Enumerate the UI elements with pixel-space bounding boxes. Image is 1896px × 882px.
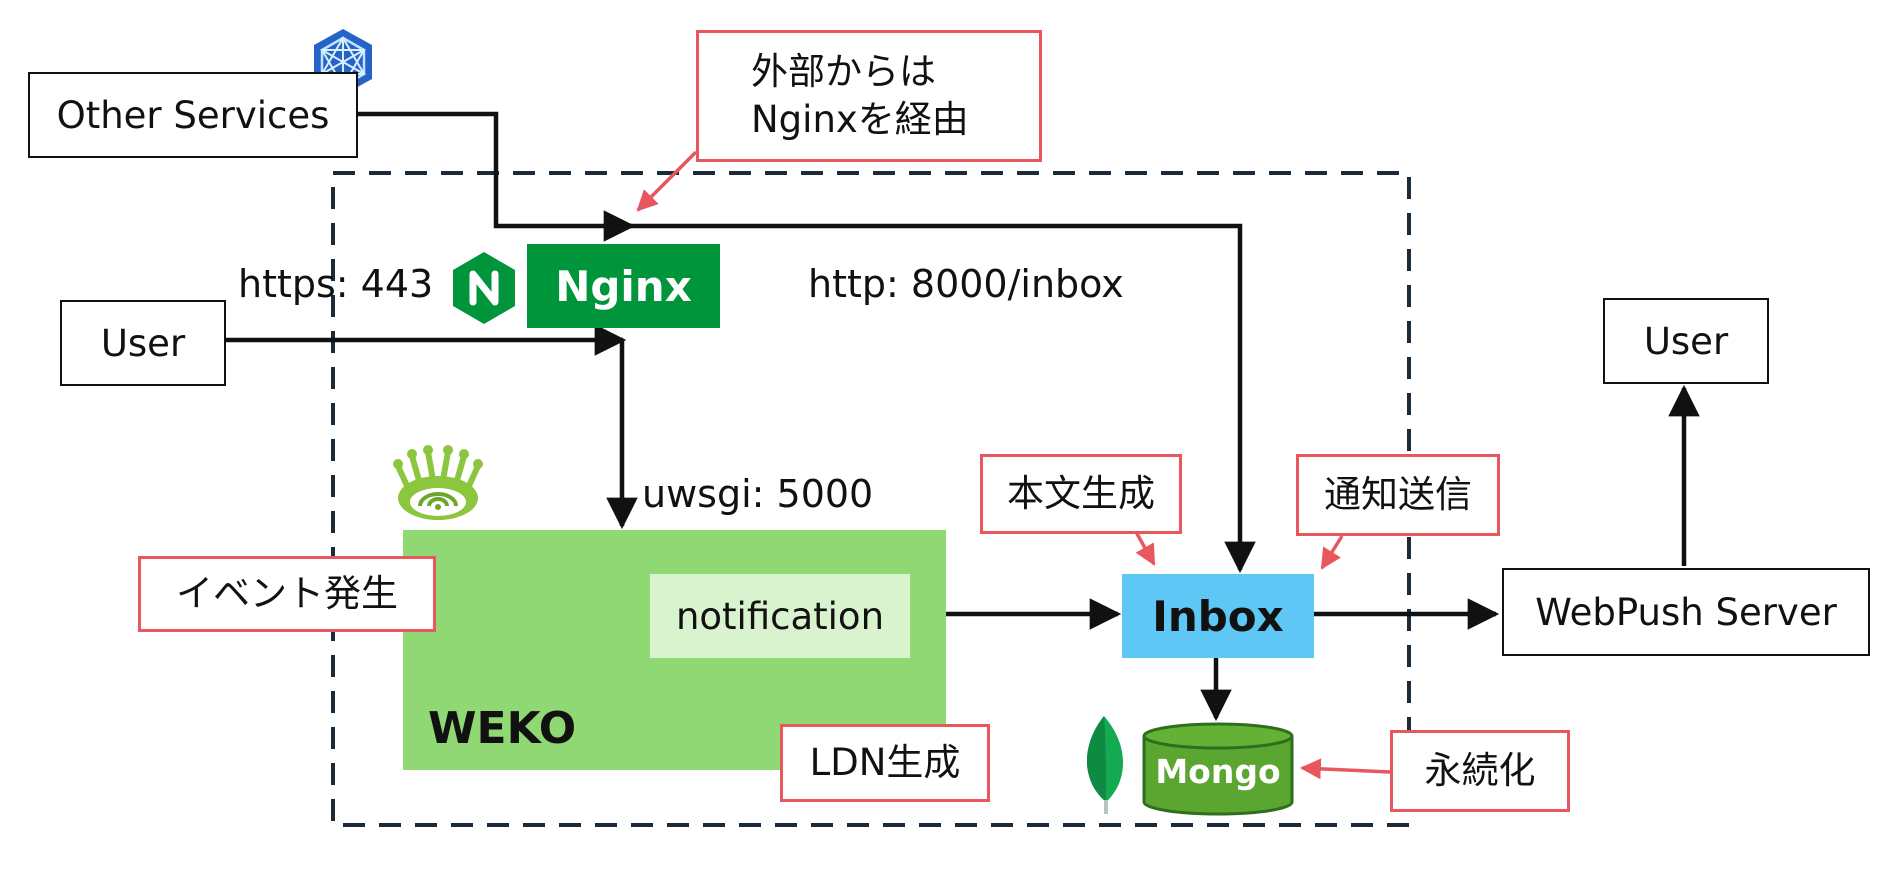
uwsgi-port-label: uwsgi: 5000: [642, 472, 874, 516]
callout-via-nginx-line1: 外部からは: [751, 49, 936, 93]
pointer-via-nginx: [636, 150, 698, 212]
callout-persist: 永続化: [1390, 730, 1570, 812]
nginx-hexagon-icon: [453, 252, 515, 324]
user-right-node: User: [1603, 298, 1769, 384]
weko-label: WEKO: [428, 703, 577, 754]
mongodb-leaf-icon: [1086, 716, 1123, 814]
uwsgi-crown-icon: [393, 445, 483, 520]
user-left-node: User: [60, 300, 226, 386]
callout-body: 本文生成: [980, 454, 1182, 534]
other-services-node: Other Services: [28, 72, 358, 158]
pointer-body: [1134, 531, 1156, 566]
nginx-node: Nginx: [527, 244, 720, 328]
callout-notify: 通知送信: [1296, 454, 1500, 536]
pointer-persist: [1299, 758, 1391, 780]
webpush-server-node: WebPush Server: [1502, 568, 1870, 656]
callout-ldn: LDN生成: [780, 724, 990, 802]
callout-via-nginx-line2: Nginxを経由: [751, 98, 969, 141]
callout-via-nginx: 外部からは Nginxを経由: [696, 30, 1042, 162]
edge-other-services-to-nginx: [358, 111, 636, 242]
inbox-node: Inbox: [1122, 574, 1314, 658]
edge-nginx-to-inbox: [628, 223, 1256, 574]
pointer-notify: [1320, 535, 1344, 570]
https-port-label: https: 443: [238, 262, 434, 306]
callout-event: イベント発生: [138, 556, 436, 632]
http-inbox-label: http: 8000/inbox: [808, 262, 1124, 306]
notification-component: notification: [650, 574, 910, 658]
mongo-label: Mongo: [1155, 751, 1281, 791]
mongo-cylinder: [1142, 722, 1294, 816]
